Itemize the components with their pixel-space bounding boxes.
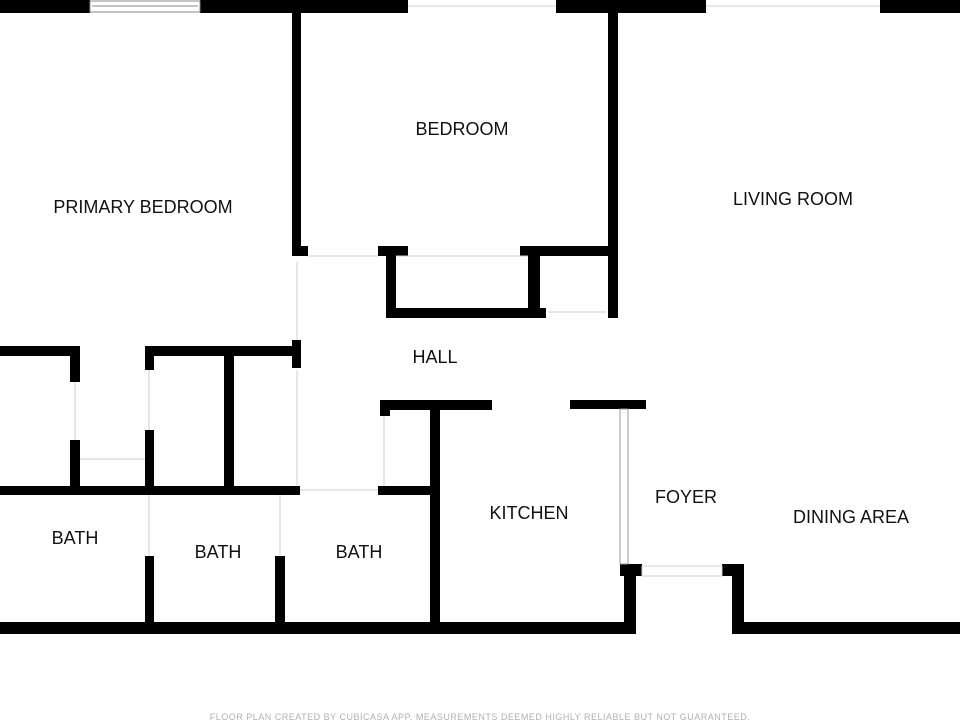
- room-label-kitchen: KITCHEN: [489, 503, 568, 523]
- wall-primary-bedroom-east: [292, 13, 301, 248]
- wall-linen-west: [380, 400, 390, 416]
- wall-bath-2-east: [275, 556, 285, 626]
- room-label-foyer: FOYER: [655, 487, 717, 507]
- room-labels: PRIMARY BEDROOM BEDROOM LIVING ROOM HALL…: [52, 119, 909, 562]
- closet-foyer: [619, 408, 629, 565]
- wall-top-right-b: [880, 0, 960, 13]
- wall-closet-south: [386, 308, 546, 318]
- room-label-primary-bedroom: PRIMARY BEDROOM: [53, 197, 232, 217]
- wall-foyer-south-b: [624, 564, 636, 634]
- room-label-living-room: LIVING ROOM: [733, 189, 853, 209]
- wall-foyer-south-d: [732, 564, 744, 634]
- wall-bedroom-south-a: [292, 246, 308, 256]
- wall-primary-south-b: [145, 346, 300, 356]
- wall-closet-a-east-lower: [70, 440, 80, 494]
- wall-bedroom-south-c: [520, 246, 618, 256]
- disclaimer-text: FLOOR PLAN CREATED BY CUBICASA APP. MEAS…: [209, 712, 751, 722]
- wall-top-left: [0, 0, 90, 13]
- wall-closet-b-west-lower: [145, 430, 154, 494]
- room-label-bath-3: BATH: [336, 542, 383, 562]
- room-label-bath-1: BATH: [52, 528, 99, 548]
- room-label-dining-area: DINING AREA: [793, 507, 909, 527]
- wall-closet-a-east: [70, 346, 80, 382]
- room-label-bedroom: BEDROOM: [415, 119, 508, 139]
- wall-primary-south-a: [0, 346, 80, 356]
- walls: [0, 0, 960, 634]
- wall-closets-south: [0, 486, 300, 495]
- wall-bottom-left: [0, 622, 634, 634]
- wall-closet-b-west: [145, 346, 154, 370]
- wall-bedroom-east: [608, 13, 618, 318]
- wall-linen-south: [378, 486, 438, 495]
- wall-kitchen-north-b: [570, 400, 646, 409]
- window-top: [89, 0, 201, 13]
- room-label-bath-2: BATH: [195, 542, 242, 562]
- wall-closet-mid: [224, 346, 234, 494]
- door-foyer-entry: [641, 565, 723, 577]
- openings: [74, 0, 880, 577]
- wall-bottom-right: [734, 622, 960, 634]
- wall-top-right-a: [556, 0, 706, 13]
- wall-closet-east: [528, 246, 540, 318]
- room-label-hall: HALL: [412, 347, 457, 367]
- wall-kitchen-west: [430, 400, 440, 626]
- wall-closet-west: [386, 246, 396, 318]
- wall-top-mid: [200, 0, 408, 13]
- wall-bath-1-east: [145, 556, 154, 626]
